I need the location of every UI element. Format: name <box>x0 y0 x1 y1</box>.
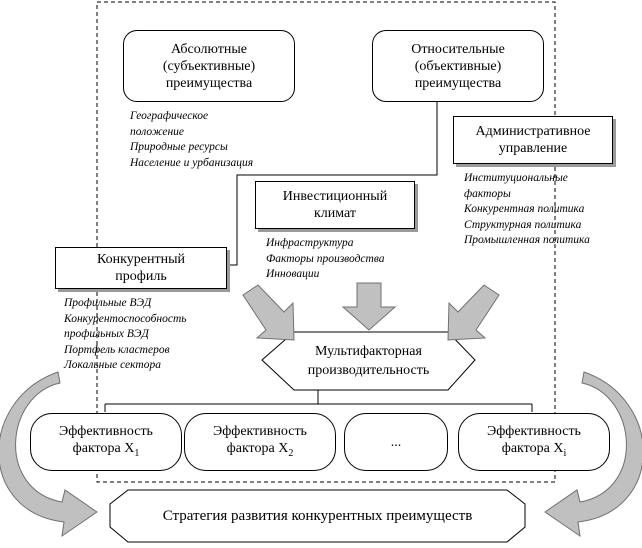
list-item: Структурная политика <box>464 218 582 231</box>
competitive-profile-box: Конкурентный профиль <box>55 247 227 289</box>
competitive-factors-list: Профильные ВЭД Конкурентоспособность про… <box>64 296 187 374</box>
factor-label: Эффективность <box>213 423 307 439</box>
arrow-down-center <box>341 282 397 331</box>
factor-name: фактора X2 <box>227 440 294 462</box>
arrow-down-left <box>242 284 295 341</box>
multifactor-line-2: производительность <box>307 363 430 378</box>
absolute-line-1: Абсолютные <box>170 41 248 57</box>
admin-factors-list: Институциональные факторы Конкурентная п… <box>464 171 590 249</box>
list-item: Конкурентоспособность <box>64 312 187 325</box>
absolute-line-2: (субъективные) <box>162 58 256 74</box>
list-item: Промышленная политика <box>464 234 590 246</box>
invest-line-1: Инвестиционный <box>282 189 388 204</box>
invest-factors-list: Инфраструктура Факторы производства Инно… <box>266 236 385 283</box>
factor-efficiency-1: Эффективность фактора X1 <box>30 413 182 471</box>
factor-prefix: фактора X <box>501 440 564 456</box>
investment-climate-box: Инвестиционный климат <box>255 181 415 229</box>
factor-subscript: i <box>563 447 567 459</box>
multifactor-label: Мультифакторная производительность <box>262 332 475 390</box>
strategy-octagon <box>109 489 526 543</box>
factor-label: Эффективность <box>59 423 153 439</box>
connector-relative-to-profile <box>228 100 438 266</box>
competitive-line-2: профиль <box>115 269 167 284</box>
list-item: Инфраструктура <box>266 237 354 249</box>
factor-subscript: 2 <box>288 447 294 459</box>
admin-line-1: Административное <box>475 124 591 139</box>
list-item: Конкурентная политика <box>464 203 585 215</box>
strategy-label: Стратегия развития конкурентных преимуще… <box>162 507 473 524</box>
factor-efficiency-ellipsis: ... <box>344 413 448 471</box>
list-item: факторы <box>464 187 511 200</box>
factor-name: фактора X1 <box>73 440 140 462</box>
admin-line-2: управление <box>498 141 568 156</box>
list-item: профильных ВЭД <box>64 328 149 340</box>
relative-line-1: Относительные <box>411 41 505 57</box>
factor-prefix: фактора X <box>226 440 289 456</box>
competitive-line-1: Конкурентный <box>97 252 185 267</box>
list-item: Население и урбанизация <box>130 156 254 169</box>
absolute-line-3: преимущества <box>165 75 253 91</box>
list-item: Портфель кластеров <box>64 343 170 356</box>
factor-prefix: фактора X <box>72 440 135 456</box>
list-item: Географическое <box>130 110 209 122</box>
arrow-curve-left <box>0 371 98 538</box>
factor-label: ... <box>390 434 402 450</box>
list-item: Природные ресурсы <box>130 141 228 153</box>
list-item: положение <box>130 125 185 138</box>
arrow-down-right <box>447 284 500 341</box>
list-item: Институциональные <box>464 172 568 184</box>
admin-management-box: Административное управление <box>453 116 613 164</box>
multifactor-line-1: Мультифакторная <box>315 344 422 359</box>
absolute-advantages-box: Абсолютные (субъективные) преимущества <box>123 30 295 102</box>
arrow-curve-right <box>544 371 642 538</box>
factor-efficiency-i: Эффективность фактора Xi <box>458 413 610 471</box>
factor-subscript: 1 <box>134 447 140 459</box>
factor-name: фактора Xi <box>502 440 566 462</box>
relative-advantages-box: Относительные (объективные) преимущества <box>372 30 544 102</box>
relative-line-2: (объективные) <box>414 58 502 74</box>
list-item: Факторы производства <box>266 252 385 265</box>
list-item: Локальные сектора <box>64 359 161 371</box>
factor-efficiency-2: Эффективность фактора X2 <box>184 413 336 471</box>
relative-line-3: преимущества <box>414 75 502 91</box>
factor-label: Эффективность <box>487 423 581 439</box>
invest-line-2: климат <box>313 206 356 221</box>
list-item: Инновации <box>266 268 320 280</box>
list-item: Профильные ВЭД <box>64 297 152 309</box>
absolute-factors-list: Географическое положение Природные ресур… <box>130 109 253 171</box>
